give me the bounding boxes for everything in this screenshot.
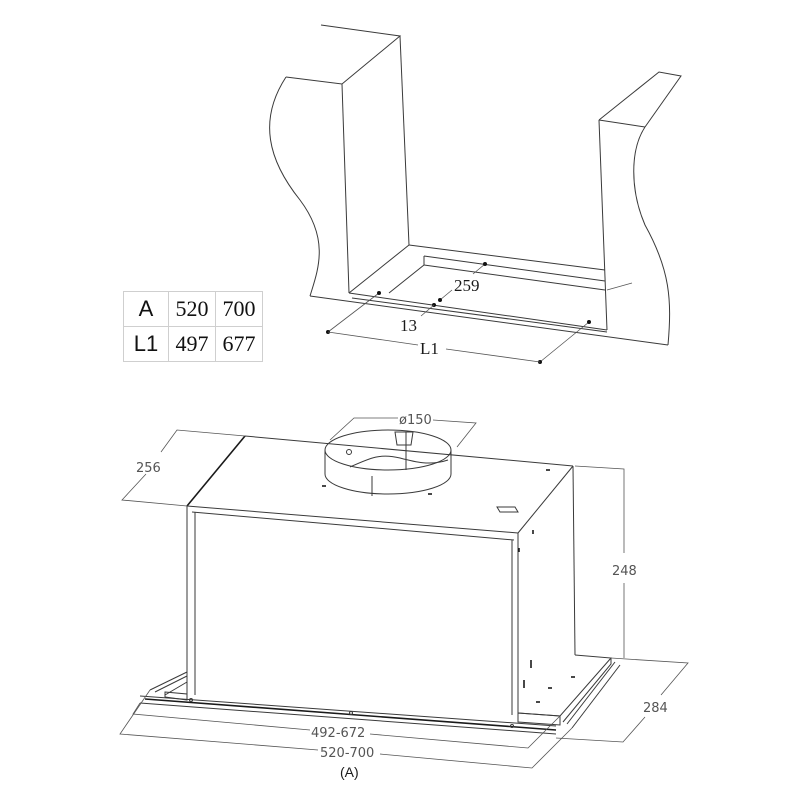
dim-259-line-a <box>472 263 486 275</box>
dim-284-top <box>610 657 689 696</box>
dim-13-line <box>420 304 435 317</box>
dim-284-label: 284 <box>643 701 668 716</box>
dim-520-right <box>379 727 573 769</box>
rail-rivet <box>189 698 193 702</box>
right-rail-a <box>566 661 616 725</box>
dim-256-bottom <box>121 473 188 507</box>
dim-duct-left <box>329 417 398 441</box>
dim-l1-left-top-dot <box>377 291 381 295</box>
front-rail-bottom <box>139 702 557 735</box>
dim-259-start-dot <box>438 298 442 302</box>
dim-520-left <box>119 689 319 751</box>
dim-l1-line-b <box>445 348 541 363</box>
spec-key: L1 <box>123 326 169 362</box>
hood-top-hatch <box>496 506 519 513</box>
spec-row-l1: L1 497 677 <box>123 326 263 362</box>
spec-key: A <box>123 291 169 327</box>
front-bottom-edge <box>309 295 669 346</box>
left-wall-top <box>285 24 402 85</box>
dim-l1-right-ext <box>539 321 590 363</box>
dim-256-label: 256 <box>136 461 161 476</box>
dim-492-right <box>369 715 561 749</box>
right-wall-front-edge <box>598 119 608 331</box>
right-base-plate-thick <box>562 658 612 723</box>
right-wall-top <box>598 71 682 128</box>
cabinet-cutout-drawing: 259 13 L1 <box>269 24 682 364</box>
duct-collar-tab <box>394 431 414 446</box>
hood-drawing: ø150 256 248 284 <box>119 413 689 780</box>
left-wall-break-curve <box>269 76 320 297</box>
dim-284-bottom <box>555 716 646 743</box>
dim-l1-line-a <box>327 331 419 346</box>
spec-value: 497 <box>168 326 216 362</box>
dim-520-label: 520-700 <box>320 746 374 761</box>
figure-caption: (A) <box>340 764 359 780</box>
front-rail-top <box>139 695 557 727</box>
spec-value: 700 <box>215 291 263 327</box>
dim-259-label: 259 <box>454 276 480 295</box>
hood-top-right-edge <box>517 465 574 534</box>
slot-back-edge <box>423 255 606 282</box>
slot-left-edge <box>388 264 425 294</box>
left-floor-edge <box>348 244 410 294</box>
duct-collar-inner-flap <box>349 455 449 468</box>
dim-l1-right-top-dot <box>587 320 591 324</box>
dim-13-label: 13 <box>400 316 417 335</box>
left-foot <box>164 691 188 701</box>
dim-259-line-b <box>439 289 453 301</box>
right-rail-b <box>571 664 621 729</box>
dim-duct-right <box>432 419 477 448</box>
spec-value: 677 <box>215 326 263 362</box>
hood-top-front-edge <box>186 505 519 534</box>
hood-top-left-edge <box>186 435 246 507</box>
right-foot <box>517 712 561 726</box>
right-wall-break-curve <box>633 126 671 346</box>
spec-row-a: A 520 700 <box>123 291 263 327</box>
rail-rivet <box>510 724 514 728</box>
rail-rivet <box>349 711 353 715</box>
back-floor-line <box>408 244 606 271</box>
duct-collar-top <box>324 429 452 471</box>
left-wall-front-edge <box>341 83 350 294</box>
hood-front-bevel <box>191 511 515 541</box>
dim-259-end-dot <box>483 262 487 266</box>
hood-side-back-edge <box>572 465 576 656</box>
dim-256-top <box>160 429 246 453</box>
slot-right-extension <box>606 282 633 291</box>
left-rail-a <box>149 671 188 691</box>
duct-collar-hole <box>346 449 352 455</box>
right-wall-top-front <box>598 119 646 128</box>
dim-492-label: 492-672 <box>311 726 365 741</box>
spec-value: 520 <box>168 291 216 327</box>
front-slot-line-2 <box>351 297 608 333</box>
dim-248-top <box>574 465 625 553</box>
dim-492-left <box>132 702 311 731</box>
dim-248-label: 248 <box>612 564 637 579</box>
spec-table: A 520 700 L1 497 677 <box>123 291 263 362</box>
dim-l1-label: L1 <box>420 339 439 358</box>
dim-duct-label: ø150 <box>399 413 432 428</box>
front-slot-line-1 <box>348 292 608 331</box>
dim-l1-left-ext <box>327 292 380 333</box>
duct-collar-body <box>324 450 452 495</box>
left-rail-b <box>154 675 188 693</box>
left-wall-inner-edge <box>399 35 410 246</box>
hood-top-back-edge <box>244 435 574 467</box>
slot-inner-edge <box>423 264 606 291</box>
